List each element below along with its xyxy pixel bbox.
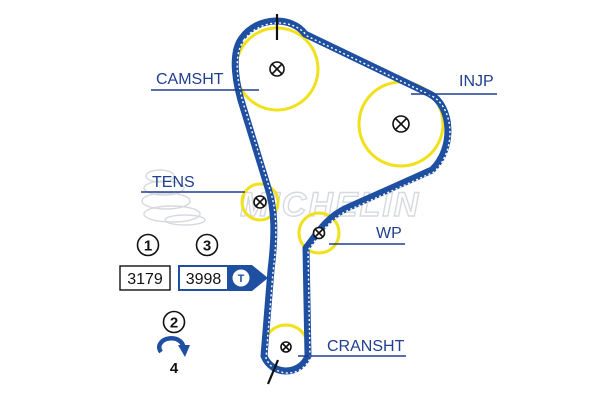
label-injp: INJP xyxy=(459,73,494,90)
step-4-number: 4 xyxy=(170,360,179,377)
step-1-marker: 1 xyxy=(136,233,160,257)
step-2-marker: 2 xyxy=(162,310,186,334)
pulley-centers xyxy=(253,61,410,353)
label-tens: TENS xyxy=(152,174,195,191)
value-box-1: 3179 xyxy=(119,265,171,291)
water-pump-pulley xyxy=(297,211,341,255)
belt-teeth xyxy=(236,22,451,374)
step-3-number: 3 xyxy=(203,238,211,255)
label-camsht: CAMSHT xyxy=(156,71,224,88)
value-3-text: 3998 xyxy=(186,271,222,288)
label-wp: WP xyxy=(376,225,402,242)
label-cransht: CRANSHT xyxy=(327,338,405,355)
tensioner-pulley xyxy=(240,182,280,222)
step-1-number: 1 xyxy=(144,238,152,255)
belt-outer-edge xyxy=(231,17,452,375)
camshaft-center-icon xyxy=(269,61,285,77)
torque-badge-text: T xyxy=(238,273,245,285)
rotate-clockwise-arrow-icon xyxy=(157,336,190,357)
step-2-number: 2 xyxy=(170,315,178,332)
legend: 1 3 3179 3998 T 2 4 xyxy=(119,233,268,377)
bibendum-watermark-icon xyxy=(141,169,206,226)
value-box-3: 3998 T xyxy=(178,265,268,291)
crankshaft-center-icon xyxy=(280,341,292,353)
label-leaders xyxy=(141,89,497,357)
injection-pump-center-icon xyxy=(392,115,410,133)
tensioner-center-icon xyxy=(253,195,267,209)
step-3-marker: 3 xyxy=(195,233,219,257)
value-1-text: 3179 xyxy=(127,271,163,288)
torque-icon xyxy=(232,269,250,287)
crankshaft-timing-mark xyxy=(266,359,280,385)
water-pump-center-icon xyxy=(312,226,326,240)
timing-belt xyxy=(231,17,452,375)
